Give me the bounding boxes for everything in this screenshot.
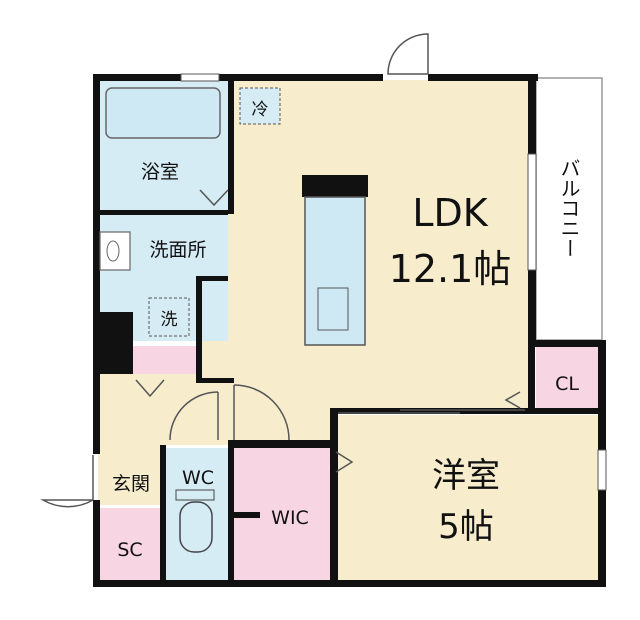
hall-storage — [132, 346, 196, 374]
hall-floor — [98, 360, 330, 445]
walls — [93, 74, 606, 587]
ldk-name-label: LDK — [412, 191, 488, 235]
bath-label: 浴室 — [141, 161, 179, 183]
fridge-label: 冷 — [252, 100, 269, 120]
wic-label: WIC — [271, 507, 309, 529]
toilet-tank — [175, 489, 215, 501]
bedroom-size-label: 5帖 — [438, 507, 494, 547]
basin-bowl — [106, 240, 120, 262]
balcony — [535, 77, 603, 341]
toilet-bowl — [179, 501, 213, 553]
bedroom-name-label: 洋室 — [432, 456, 500, 496]
bath-window — [180, 73, 220, 82]
sc-floor — [98, 508, 164, 581]
washer-label: 洗 — [161, 310, 178, 330]
closet-floor — [536, 346, 600, 412]
door-swings — [40, 33, 521, 508]
ldk-window — [527, 153, 537, 271]
bathtub — [105, 87, 221, 139]
entrance-label: 玄関 — [112, 473, 150, 495]
kitchen-range-hood — [302, 175, 368, 197]
washer-spot — [148, 297, 190, 337]
bedroom-window — [597, 449, 607, 491]
washroom-label: 洗面所 — [149, 239, 206, 261]
fridge-spot — [239, 87, 281, 125]
ldk-size-label: 12.1帖 — [389, 247, 512, 291]
sc-label: SC — [117, 539, 142, 561]
sliding-doors — [338, 409, 525, 414]
wc-label: WC — [182, 467, 214, 489]
balcony-label: バルコニー — [557, 158, 581, 258]
entrance-floor — [98, 445, 164, 505]
kitchen-sink — [317, 287, 349, 331]
closet-label: CL — [555, 373, 579, 395]
bedroom-floor — [334, 415, 600, 581]
